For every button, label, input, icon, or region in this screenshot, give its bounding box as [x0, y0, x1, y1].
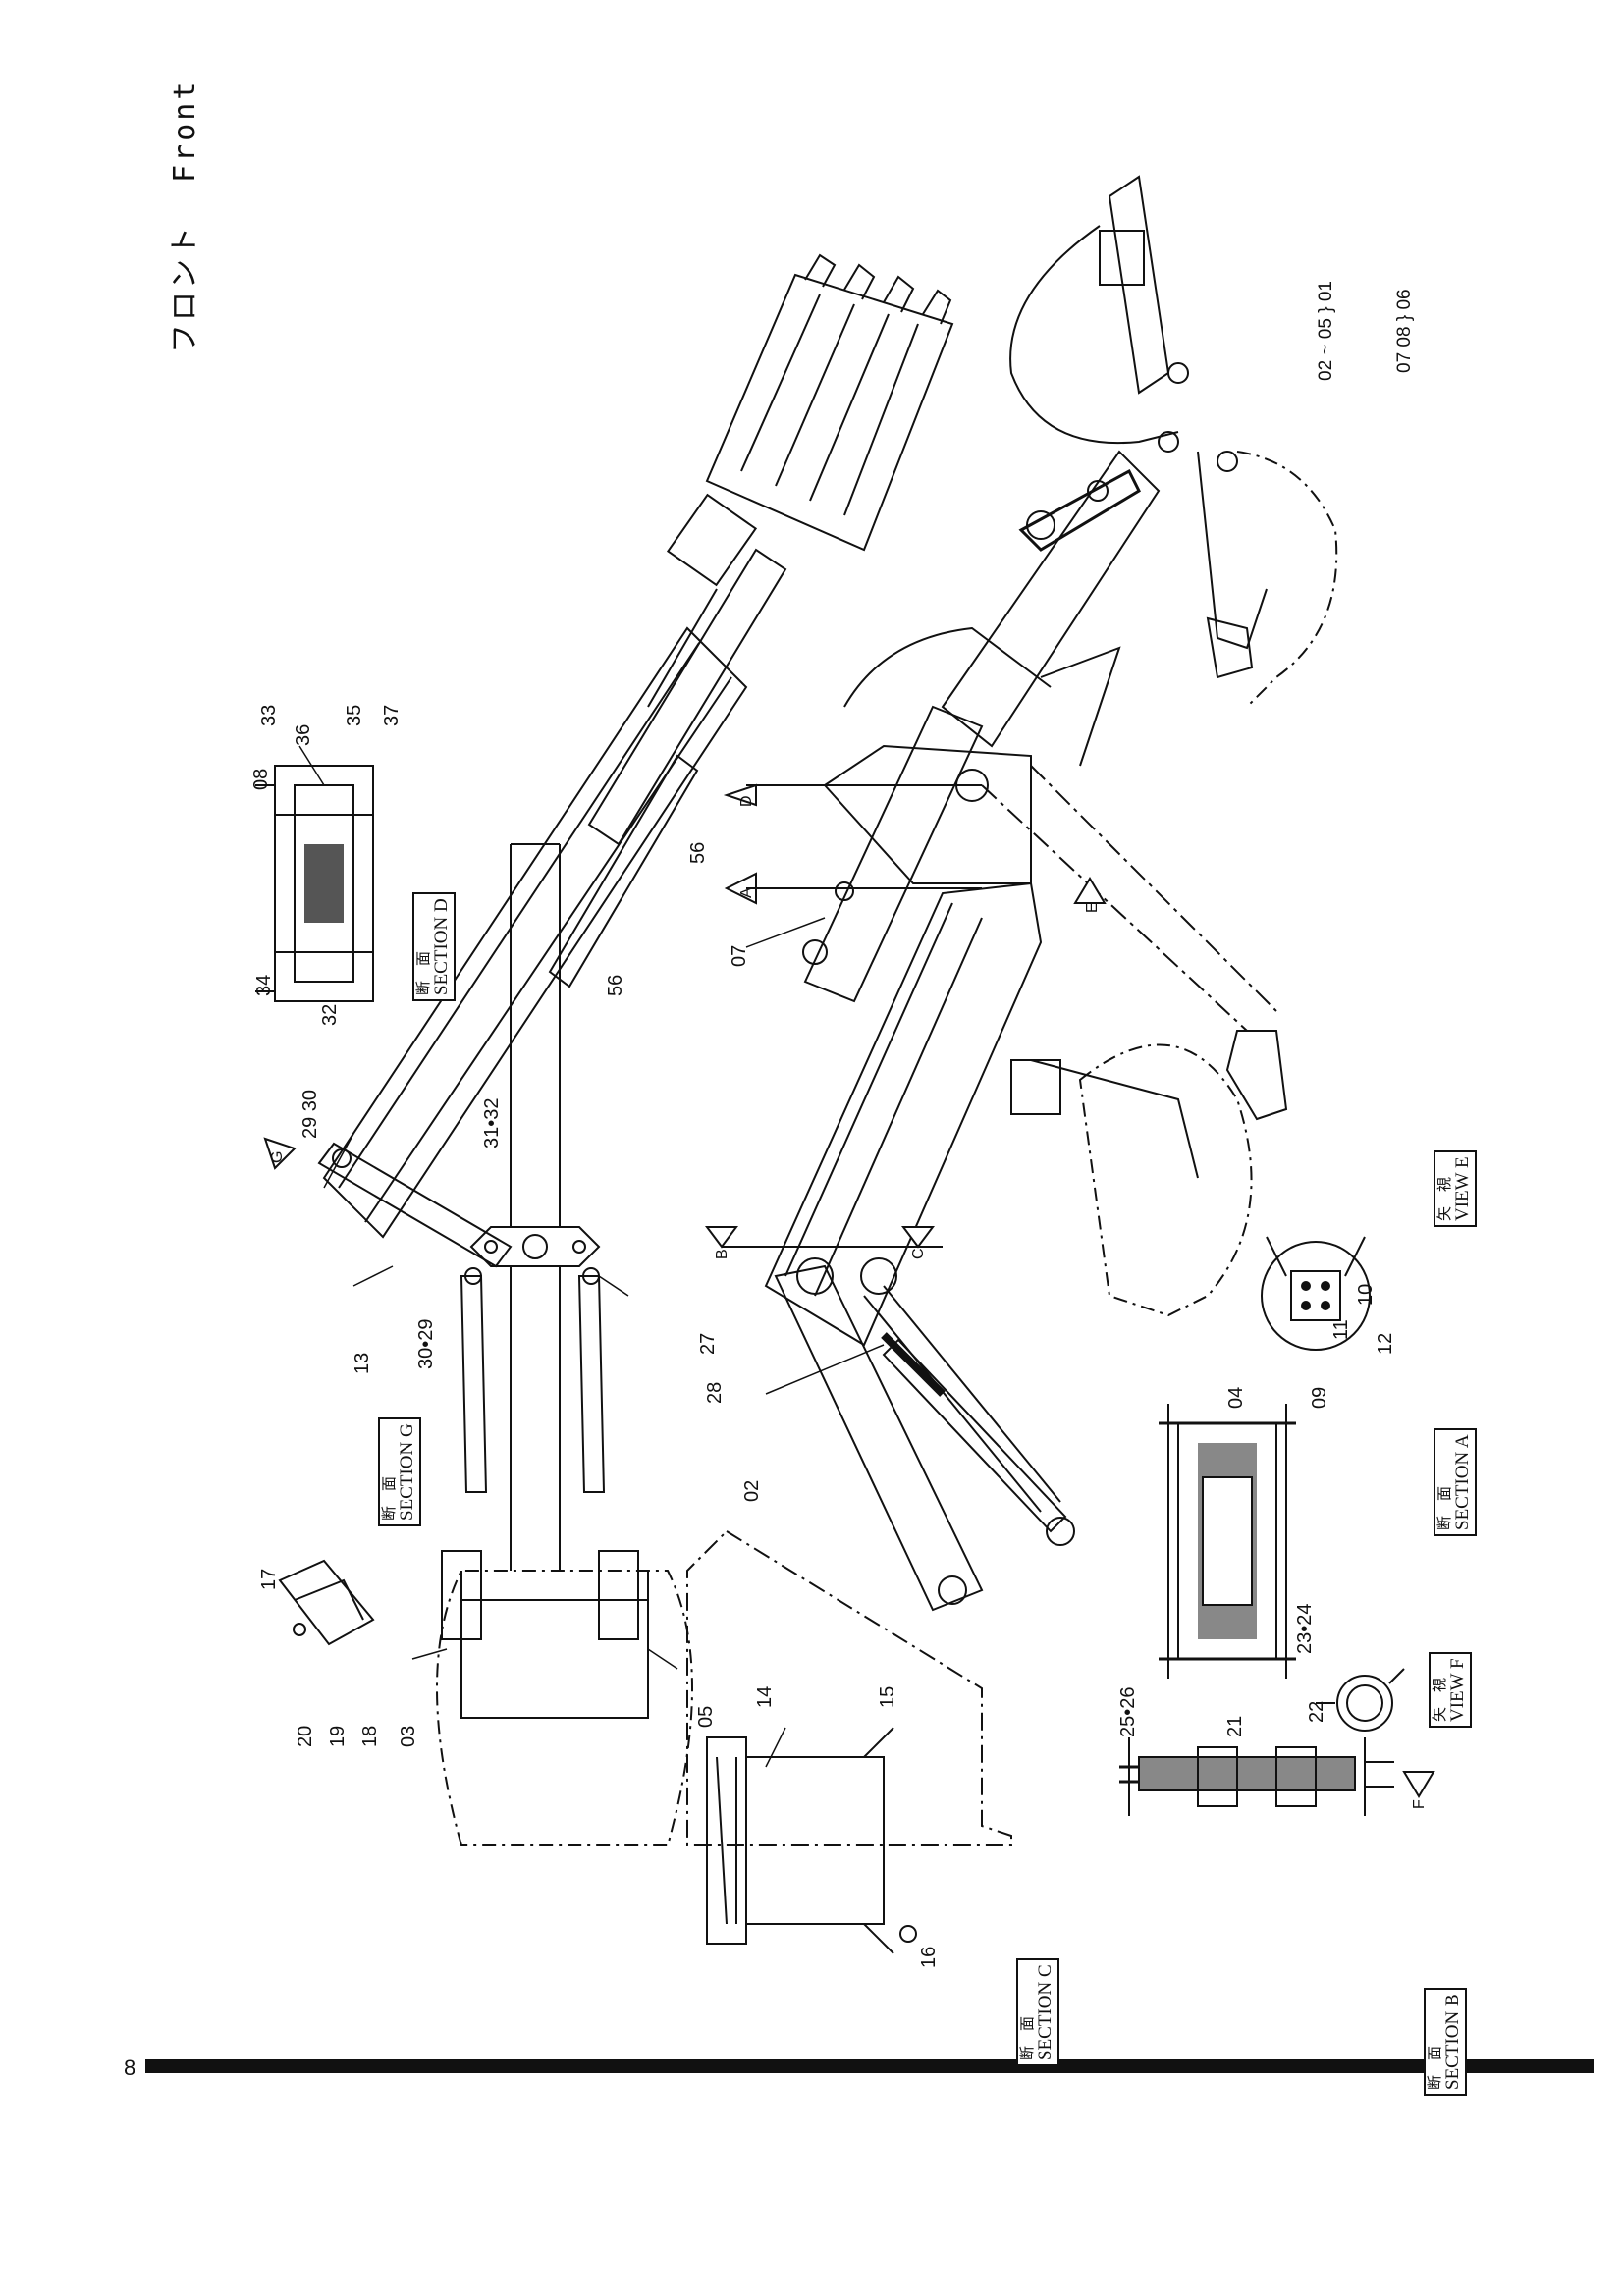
callout-09: 09	[1309, 1386, 1330, 1409]
marker-b: B	[714, 1249, 730, 1259]
marker-g: G	[269, 1150, 286, 1163]
callout-05: 05	[695, 1705, 717, 1728]
section-d-detail	[255, 765, 374, 1002]
marker-e: E	[1084, 902, 1101, 913]
view-f-detail	[1316, 1668, 1405, 1732]
callout-34: 34	[253, 974, 275, 996]
callout-31-32: 31•32	[481, 1097, 503, 1149]
callout-33: 33	[258, 704, 280, 726]
callout-02: 02	[741, 1479, 763, 1502]
marker-c: C	[910, 1248, 927, 1259]
callout-37: 37	[381, 704, 403, 726]
callout-29-30: 29 30	[299, 1089, 321, 1139]
lower-boom-profile	[686, 175, 1338, 1846]
section-b-detail	[1119, 1737, 1394, 1816]
callout-14: 14	[754, 1685, 776, 1708]
callout-04: 04	[1225, 1386, 1247, 1409]
callout-56-lower: 56	[605, 974, 626, 996]
page-rule	[145, 2059, 1594, 2073]
callout-18: 18	[359, 1725, 381, 1747]
callout-32: 32	[319, 1003, 341, 1026]
section-a-detail	[1159, 1404, 1296, 1679]
upper-boom-assembly	[317, 253, 954, 1846]
callout-07: 07	[729, 944, 750, 967]
marker-a: A	[738, 887, 755, 898]
callout-35: 35	[344, 704, 365, 726]
callout-21: 21	[1224, 1715, 1246, 1737]
callout-36: 36	[293, 723, 314, 746]
callout-28: 28	[704, 1381, 726, 1404]
callout-17: 17	[258, 1568, 280, 1590]
callout-12: 12	[1375, 1332, 1396, 1355]
callout-23-24: 23•24	[1294, 1603, 1316, 1655]
section-markers	[263, 783, 1435, 1798]
callout-25-26: 25•26	[1117, 1686, 1139, 1738]
callout-30-29: 30•29	[415, 1318, 437, 1370]
callout-27: 27	[697, 1332, 719, 1355]
callout-15: 15	[877, 1685, 898, 1708]
callout-19: 19	[327, 1725, 349, 1747]
callout-10: 10	[1355, 1283, 1377, 1306]
callout-22: 22	[1306, 1700, 1327, 1723]
callout-20: 20	[295, 1725, 316, 1747]
callout-13: 13	[352, 1352, 373, 1374]
leader-lines	[298, 745, 885, 1768]
callout-11: 11	[1330, 1319, 1352, 1340]
section-g-detail	[278, 1559, 375, 1646]
callout-16: 16	[918, 1946, 940, 1968]
callout-56-upper: 56	[687, 841, 709, 864]
page-number: 8	[124, 2056, 136, 2080]
section-c-detail	[706, 1727, 917, 1954]
view-e-detail	[1261, 1236, 1371, 1351]
marker-d: D	[738, 795, 755, 807]
marker-f: F	[1411, 1799, 1428, 1809]
callout-03: 03	[398, 1725, 419, 1747]
callout-08: 08	[250, 768, 272, 790]
